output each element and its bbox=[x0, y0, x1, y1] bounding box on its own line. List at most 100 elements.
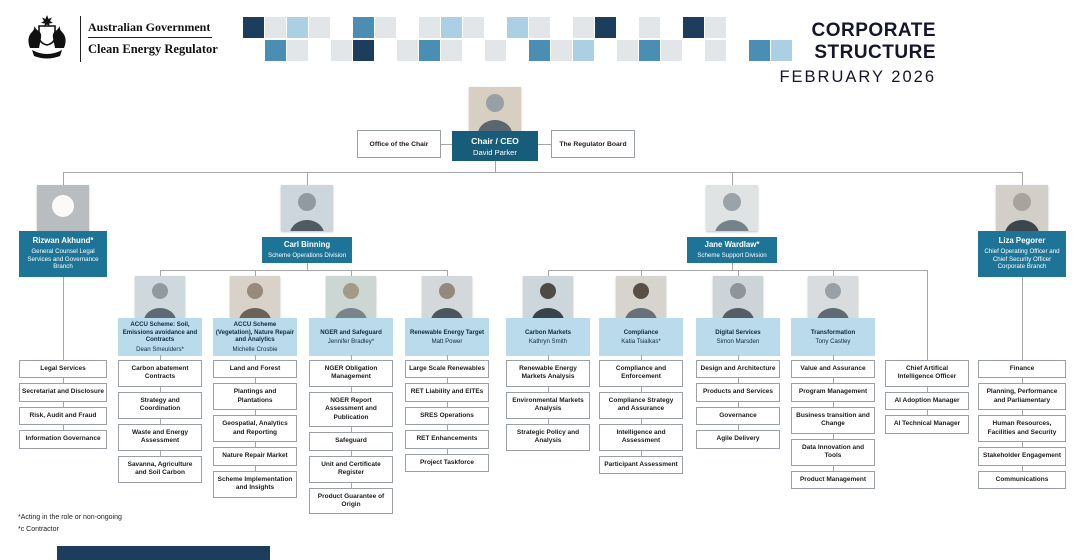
branch-card-accu-vegetation: ACCU Scheme (Vegetation), Nature Repair … bbox=[213, 318, 297, 356]
unit-box: Savanna, Agriculture and Soil Carbon bbox=[118, 455, 202, 483]
unit-box: Data Innovation and Tools bbox=[791, 438, 875, 466]
exec-name: Rizwan Akhund* bbox=[32, 235, 94, 245]
branch-card-accu-soil: ACCU Scheme: Soil, Emissions avoidance a… bbox=[118, 318, 202, 356]
exec-photo-liza-pegorer bbox=[996, 185, 1048, 231]
column-accu-vegetation: Land and Forest Plantings and Plantation… bbox=[213, 355, 297, 498]
unit-box: Legal Services bbox=[19, 360, 107, 379]
logo-divider bbox=[80, 16, 81, 62]
connector-line bbox=[160, 270, 447, 271]
connector-line bbox=[63, 172, 1022, 173]
connector-line bbox=[351, 270, 352, 276]
government-title: Australian Government bbox=[88, 20, 211, 34]
connector-line bbox=[495, 161, 496, 172]
branch-title: NGER and Safeguard bbox=[320, 328, 382, 336]
connector-line bbox=[738, 270, 739, 276]
branch-card-digital-services: Digital Services Simon Marsden bbox=[696, 318, 780, 356]
unit-box: Scheme Implementation and Insights bbox=[213, 470, 297, 498]
column-corporate: Finance Planning, Performance and Parlia… bbox=[978, 354, 1066, 490]
column-transformation: Value and Assurance Program Management B… bbox=[791, 354, 875, 490]
ceo-role: Chair / CEO bbox=[471, 135, 519, 146]
connector-line bbox=[732, 263, 733, 270]
exec-role: General Counsel Legal Services and Gover… bbox=[27, 247, 99, 271]
unit-box: NGER Report Assessment and Publication bbox=[309, 391, 393, 428]
branch-title: ACCU Scheme: Soil, Emissions avoidance a… bbox=[122, 321, 198, 344]
unit-box: Land and Forest bbox=[213, 360, 297, 379]
connector-line bbox=[548, 270, 927, 271]
page-title-line1: CORPORATE STRUCTURE bbox=[811, 20, 936, 63]
unit-box: Waste and Energy Assessment bbox=[118, 423, 202, 451]
branch-title: Compliance bbox=[623, 328, 659, 336]
unit-box: Communications bbox=[978, 470, 1066, 490]
branch-manager: Katia Tsialkas* bbox=[621, 338, 661, 346]
connector-line bbox=[255, 270, 256, 276]
column-compliance: Compliance and Enforcement Compliance St… bbox=[599, 354, 683, 475]
page-title: CORPORATE STRUCTURE FEBRUARY 2026 bbox=[690, 20, 936, 87]
unit-box: Project Taskforce bbox=[405, 453, 489, 473]
connector-line bbox=[1022, 277, 1023, 360]
branch-manager: Kathryn Smith bbox=[528, 338, 568, 346]
branch-card-renewable-energy-target: Renewable Energy Target Matt Power bbox=[405, 318, 489, 356]
branch-manager: Tony Castley bbox=[815, 338, 851, 346]
branch-photo-michelle-crosbie bbox=[230, 276, 280, 318]
unit-box: Safeguard bbox=[309, 432, 393, 451]
branch-manager: Matt Power bbox=[431, 338, 463, 346]
unit-box: RET Enhancements bbox=[405, 430, 489, 449]
column-ai-office: Chief Artifical Intelligence Officer AI … bbox=[885, 355, 969, 434]
unit-box: Plantings and Plantations bbox=[213, 383, 297, 411]
unit-box: Agile Delivery bbox=[696, 430, 780, 449]
footnote-contractor: *c Contractor bbox=[18, 526, 59, 533]
branch-photo-kathryn-smith bbox=[523, 276, 573, 318]
column-digital-services: Design and Architecture Products and Ser… bbox=[696, 355, 780, 449]
unit-box: Geospatial, Analytics and Reporting bbox=[213, 415, 297, 443]
branch-manager: Dean Smeulders* bbox=[136, 345, 184, 353]
connector-line bbox=[63, 277, 64, 360]
unit-box: Nature Repair Market bbox=[213, 447, 297, 466]
unit-box: Large Scale Renewables bbox=[405, 360, 489, 379]
column-nger-safeguard: NGER Obligation Management NGER Report A… bbox=[309, 354, 393, 515]
unit-box: Value and Assurance bbox=[791, 360, 875, 379]
unit-box: AI Technical Manager bbox=[885, 415, 969, 434]
unit-box: Environmental Markets Analysis bbox=[506, 391, 590, 419]
unit-box: NGER Obligation Management bbox=[309, 360, 393, 387]
branch-card-compliance: Compliance Katia Tsialkas* bbox=[599, 318, 683, 356]
exec-name: Carl Binning bbox=[283, 239, 331, 249]
unit-box: SRES Operations bbox=[405, 406, 489, 426]
unit-box: Planning, Performance and Parliamentary bbox=[978, 383, 1066, 411]
unit-box: Design and Architecture bbox=[696, 360, 780, 379]
connector-line bbox=[927, 270, 928, 360]
connector-line bbox=[441, 144, 452, 145]
unit-box: Product Management bbox=[791, 470, 875, 490]
column-carbon-markets: Renewable Energy Markets Analysis Enviro… bbox=[506, 355, 590, 451]
exec-card-general-counsel: Rizwan Akhund* General Counsel Legal Ser… bbox=[19, 231, 107, 277]
unit-box: Strategy and Coordination bbox=[118, 391, 202, 419]
unit-box: Compliance and Enforcement bbox=[599, 360, 683, 387]
branch-card-carbon-markets: Carbon Markets Kathryn Smith bbox=[506, 318, 590, 356]
exec-card-corporate-branch: Liza Pegorer Chief Operating Officer and… bbox=[978, 231, 1066, 277]
branch-title: ACCU Scheme (Vegetation), Nature Repair … bbox=[215, 321, 295, 344]
branch-photo-katia-tsialkas bbox=[616, 276, 666, 318]
unit-box: Secretariat and Disclosure bbox=[19, 383, 107, 402]
exec-role: Chief Operating Officer and Chief Securi… bbox=[984, 247, 1060, 271]
unit-box: Risk, Audit and Fraud bbox=[19, 406, 107, 426]
unit-box: Intelligence and Assessment bbox=[599, 423, 683, 451]
unit-box: Products and Services bbox=[696, 383, 780, 402]
exec-card-scheme-support: Jane Wardlaw* Scheme Support Division bbox=[687, 237, 777, 263]
exec-role: Scheme Operations Division bbox=[267, 251, 347, 259]
branch-manager: Michelle Crosbie bbox=[232, 345, 278, 353]
branch-manager: Jennifer Bradley* bbox=[327, 338, 375, 346]
logo-separator-line bbox=[88, 37, 212, 38]
ceo-photo bbox=[469, 87, 521, 131]
exec-photo-jane-wardlaw bbox=[706, 185, 758, 231]
ceo-card: Chair / CEO David Parker bbox=[452, 131, 538, 161]
connector-line bbox=[538, 144, 551, 145]
page-title-line2: FEBRUARY 2026 bbox=[779, 68, 936, 86]
unit-box: Human Resources, Facilities and Security bbox=[978, 415, 1066, 443]
unit-box: Chief Artifical Intelligence Officer bbox=[885, 360, 969, 387]
unit-box: Information Governance bbox=[19, 430, 107, 449]
branch-title: Renewable Energy Target bbox=[409, 328, 485, 336]
branch-title: Transformation bbox=[810, 328, 856, 336]
connector-line bbox=[548, 270, 549, 276]
exec-name: Jane Wardlaw* bbox=[704, 239, 760, 249]
unit-box: Compliance Strategy and Assurance bbox=[599, 391, 683, 419]
